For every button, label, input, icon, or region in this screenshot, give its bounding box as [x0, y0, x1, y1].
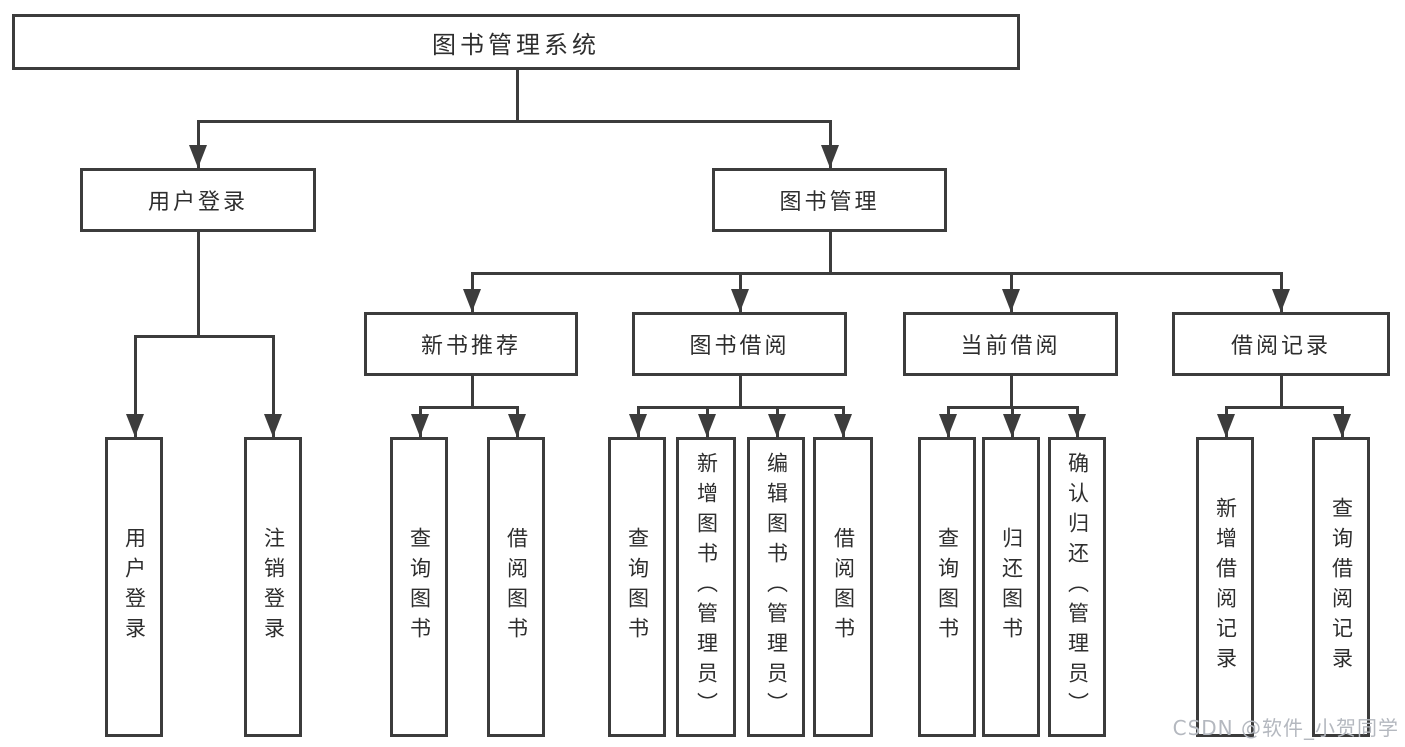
node-book-management: 图书管理	[712, 168, 947, 232]
leaf-borrow-books: 借阅图书	[487, 437, 545, 737]
leaf-user-login-action: 用户登录	[105, 437, 163, 737]
leaf-label: 查询图书	[625, 527, 650, 647]
leaf-label: 编辑图书（管理员）	[764, 452, 789, 722]
leaf-confirm-return-admin: 确认归还（管理员）	[1048, 437, 1106, 737]
connector-current-trunk	[1010, 374, 1013, 408]
leaf-add-books-admin: 新增图书（管理员）	[676, 437, 736, 737]
node-book-borrowing: 图书借阅	[632, 312, 847, 376]
node-borrowing-records-label: 借阅记录	[1230, 334, 1331, 359]
node-current-borrowing: 当前借阅	[903, 312, 1118, 376]
arrowhead-leaf	[629, 414, 647, 437]
node-new-book-recommend-label: 新书推荐	[420, 334, 521, 359]
connector-stem-login-leaf-2	[272, 335, 275, 437]
arrowhead-leaf	[1068, 414, 1086, 437]
connector-records-trunk	[1280, 374, 1283, 408]
connector-new-book-split	[419, 406, 518, 409]
arrowhead-records	[1272, 289, 1290, 312]
arrowhead-leaf	[834, 414, 852, 437]
connector-new-book-trunk	[471, 374, 474, 408]
arrowhead-leaf	[1333, 414, 1351, 437]
connector-management-split	[471, 272, 1283, 275]
csdn-watermark: CSDN @软件_小贺同学	[1172, 716, 1399, 740]
leaf-label: 归还图书	[999, 527, 1024, 647]
arrowhead-current	[1002, 289, 1020, 312]
leaf-label: 借阅图书	[504, 527, 529, 647]
node-book-management-label: 图书管理	[779, 190, 880, 215]
node-user-login: 用户登录	[80, 168, 316, 232]
node-root-system: 图书管理系统	[12, 14, 1020, 70]
arrowhead-login-leaf-2	[264, 414, 282, 437]
leaf-logout-action: 注销登录	[244, 437, 302, 737]
arrowhead-management	[821, 145, 839, 168]
leaf-query-books: 查询图书	[918, 437, 976, 737]
leaf-label: 查询借阅记录	[1329, 497, 1354, 677]
leaf-label: 查询图书	[407, 527, 432, 647]
connector-management-trunk	[829, 230, 832, 274]
node-user-login-label: 用户登录	[147, 190, 248, 215]
arrowhead-leaf	[411, 414, 429, 437]
arrowhead-leaf	[508, 414, 526, 437]
leaf-query-books: 查询图书	[390, 437, 448, 737]
leaf-label: 注销登录	[261, 527, 286, 647]
leaf-query-books: 查询图书	[608, 437, 666, 737]
connector-login-split	[134, 335, 274, 338]
leaf-label: 新增图书（管理员）	[694, 452, 719, 722]
leaf-label: 借阅图书	[831, 527, 856, 647]
node-current-borrowing-label: 当前借阅	[960, 334, 1061, 359]
leaf-return-books: 归还图书	[982, 437, 1040, 737]
arrowhead-leaf	[939, 414, 957, 437]
connector-login-trunk	[197, 230, 200, 336]
arrowhead-leaf	[698, 414, 716, 437]
arrowhead-login-leaf-1	[126, 414, 144, 437]
connector-root-trunk	[516, 70, 519, 122]
connector-borrow-trunk	[739, 374, 742, 408]
arrowhead-login	[189, 145, 207, 168]
node-new-book-recommend: 新书推荐	[364, 312, 578, 376]
node-root-label: 图书管理系统	[432, 30, 600, 59]
connector-records-split	[1225, 406, 1342, 409]
arrowhead-leaf	[768, 414, 786, 437]
node-book-borrowing-label: 图书借阅	[689, 334, 790, 359]
leaf-borrow-books: 借阅图书	[813, 437, 873, 737]
leaf-add-borrow-record: 新增借阅记录	[1196, 437, 1254, 737]
arrowhead-borrow	[731, 289, 749, 312]
arrowhead-new-book	[463, 289, 481, 312]
leaf-label: 用户登录	[122, 527, 147, 647]
leaf-label: 查询图书	[935, 527, 960, 647]
connector-root-split	[197, 120, 831, 123]
leaf-label: 新增借阅记录	[1213, 497, 1238, 677]
node-borrowing-records: 借阅记录	[1172, 312, 1390, 376]
connector-stem-login-leaf-1	[134, 335, 137, 437]
leaf-label: 确认归还（管理员）	[1065, 452, 1090, 722]
leaf-edit-books-admin: 编辑图书（管理员）	[747, 437, 805, 737]
arrowhead-leaf	[1003, 414, 1021, 437]
leaf-query-borrow-record: 查询借阅记录	[1312, 437, 1370, 737]
arrowhead-leaf	[1217, 414, 1235, 437]
connector-borrow-split	[637, 406, 844, 409]
